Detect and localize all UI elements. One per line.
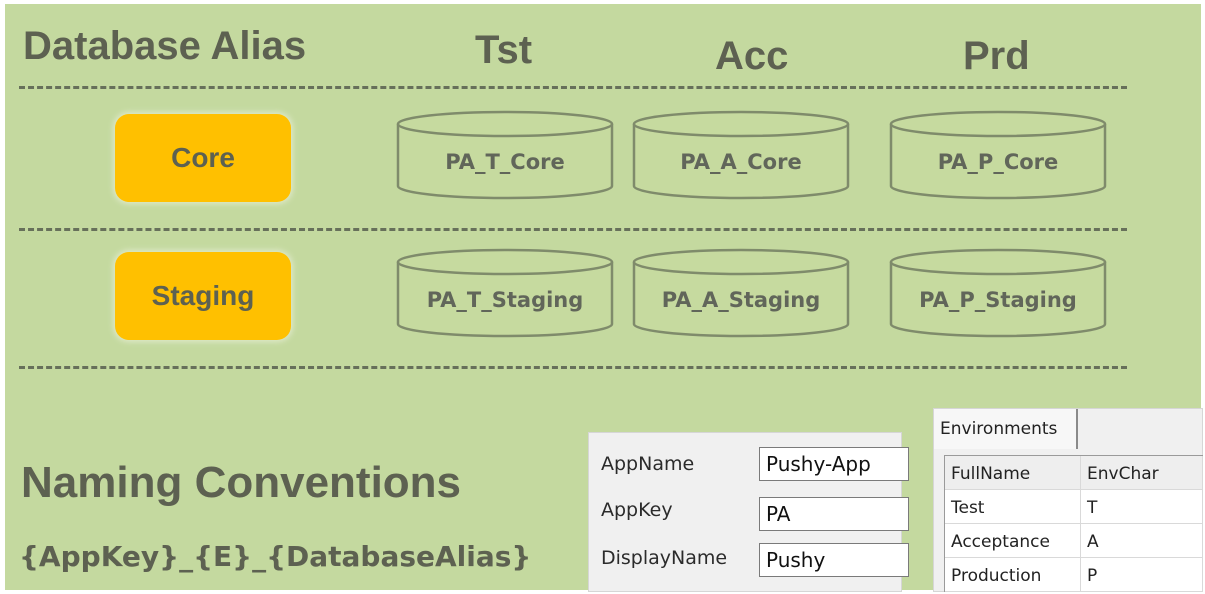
db-label-tst-staging: PA_T_Staging [426,288,584,312]
header-acc: Acc [715,34,789,78]
alias-box-core: Core [115,114,291,202]
database-cylinder-tst-core [396,110,614,200]
database-cylinder-acc-core [632,110,850,200]
header-prd: Prd [963,34,1030,78]
app-settings-panel: AppName Pushy-App AppKey PA DisplayName … [588,432,909,592]
db-label-acc-core: PA_A_Core [680,150,802,174]
alias-label: Staging [151,280,255,311]
database-cylinder-tst-staging [396,248,614,338]
tab-environments[interactable]: Environments [934,409,1078,449]
table-cell-envchar[interactable]: P [1081,558,1203,592]
db-label-prd-core: PA_P_Core [937,150,1059,174]
db-label-prd-staging: PA_P_Staging [919,288,1077,312]
alias-box-staging: Staging [115,252,291,340]
database-cylinder-prd-staging [889,248,1107,338]
db-label-tst-core: PA_T_Core [445,150,565,174]
naming-conventions-title: Naming Conventions [21,458,462,507]
table-cell-fullname[interactable]: Acceptance [945,524,1081,558]
appkey-label: AppKey [601,499,673,521]
alias-label: Core [171,142,235,173]
header-database-alias: Database Alias [23,24,307,68]
displayname-label: DisplayName [601,547,728,569]
database-cylinder-acc-staging [632,248,850,338]
divider-line [19,366,1127,369]
table-cell-envchar[interactable]: A [1081,524,1203,558]
environments-panel: Environments FullName EnvChar Test T Acc… [933,408,1203,592]
environments-grid: FullName EnvChar Test T Acceptance A Pro… [944,455,1203,592]
database-cylinder-prd-core [889,110,1107,200]
table-cell-envchar[interactable]: T [1081,490,1203,524]
appname-field[interactable]: Pushy-App [759,447,909,481]
displayname-field[interactable]: Pushy [759,543,909,577]
divider-line [19,228,1127,231]
appname-label: AppName [601,453,695,475]
appkey-field[interactable]: PA [759,497,909,531]
header-tst: Tst [475,28,533,72]
database-cylinders [396,110,1107,338]
table-cell-fullname[interactable]: Production [945,558,1081,592]
table-cell-fullname[interactable]: Test [945,490,1081,524]
naming-pattern: {AppKey}_{E}_{DatabaseAlias} [19,540,532,573]
diagram-canvas: Database Alias Tst Acc Prd Core Staging [5,4,1203,592]
column-header-envchar[interactable]: EnvChar [1081,456,1203,490]
db-label-acc-staging: PA_A_Staging [661,288,821,312]
column-header-fullname[interactable]: FullName [945,456,1081,490]
divider-line [19,86,1127,89]
